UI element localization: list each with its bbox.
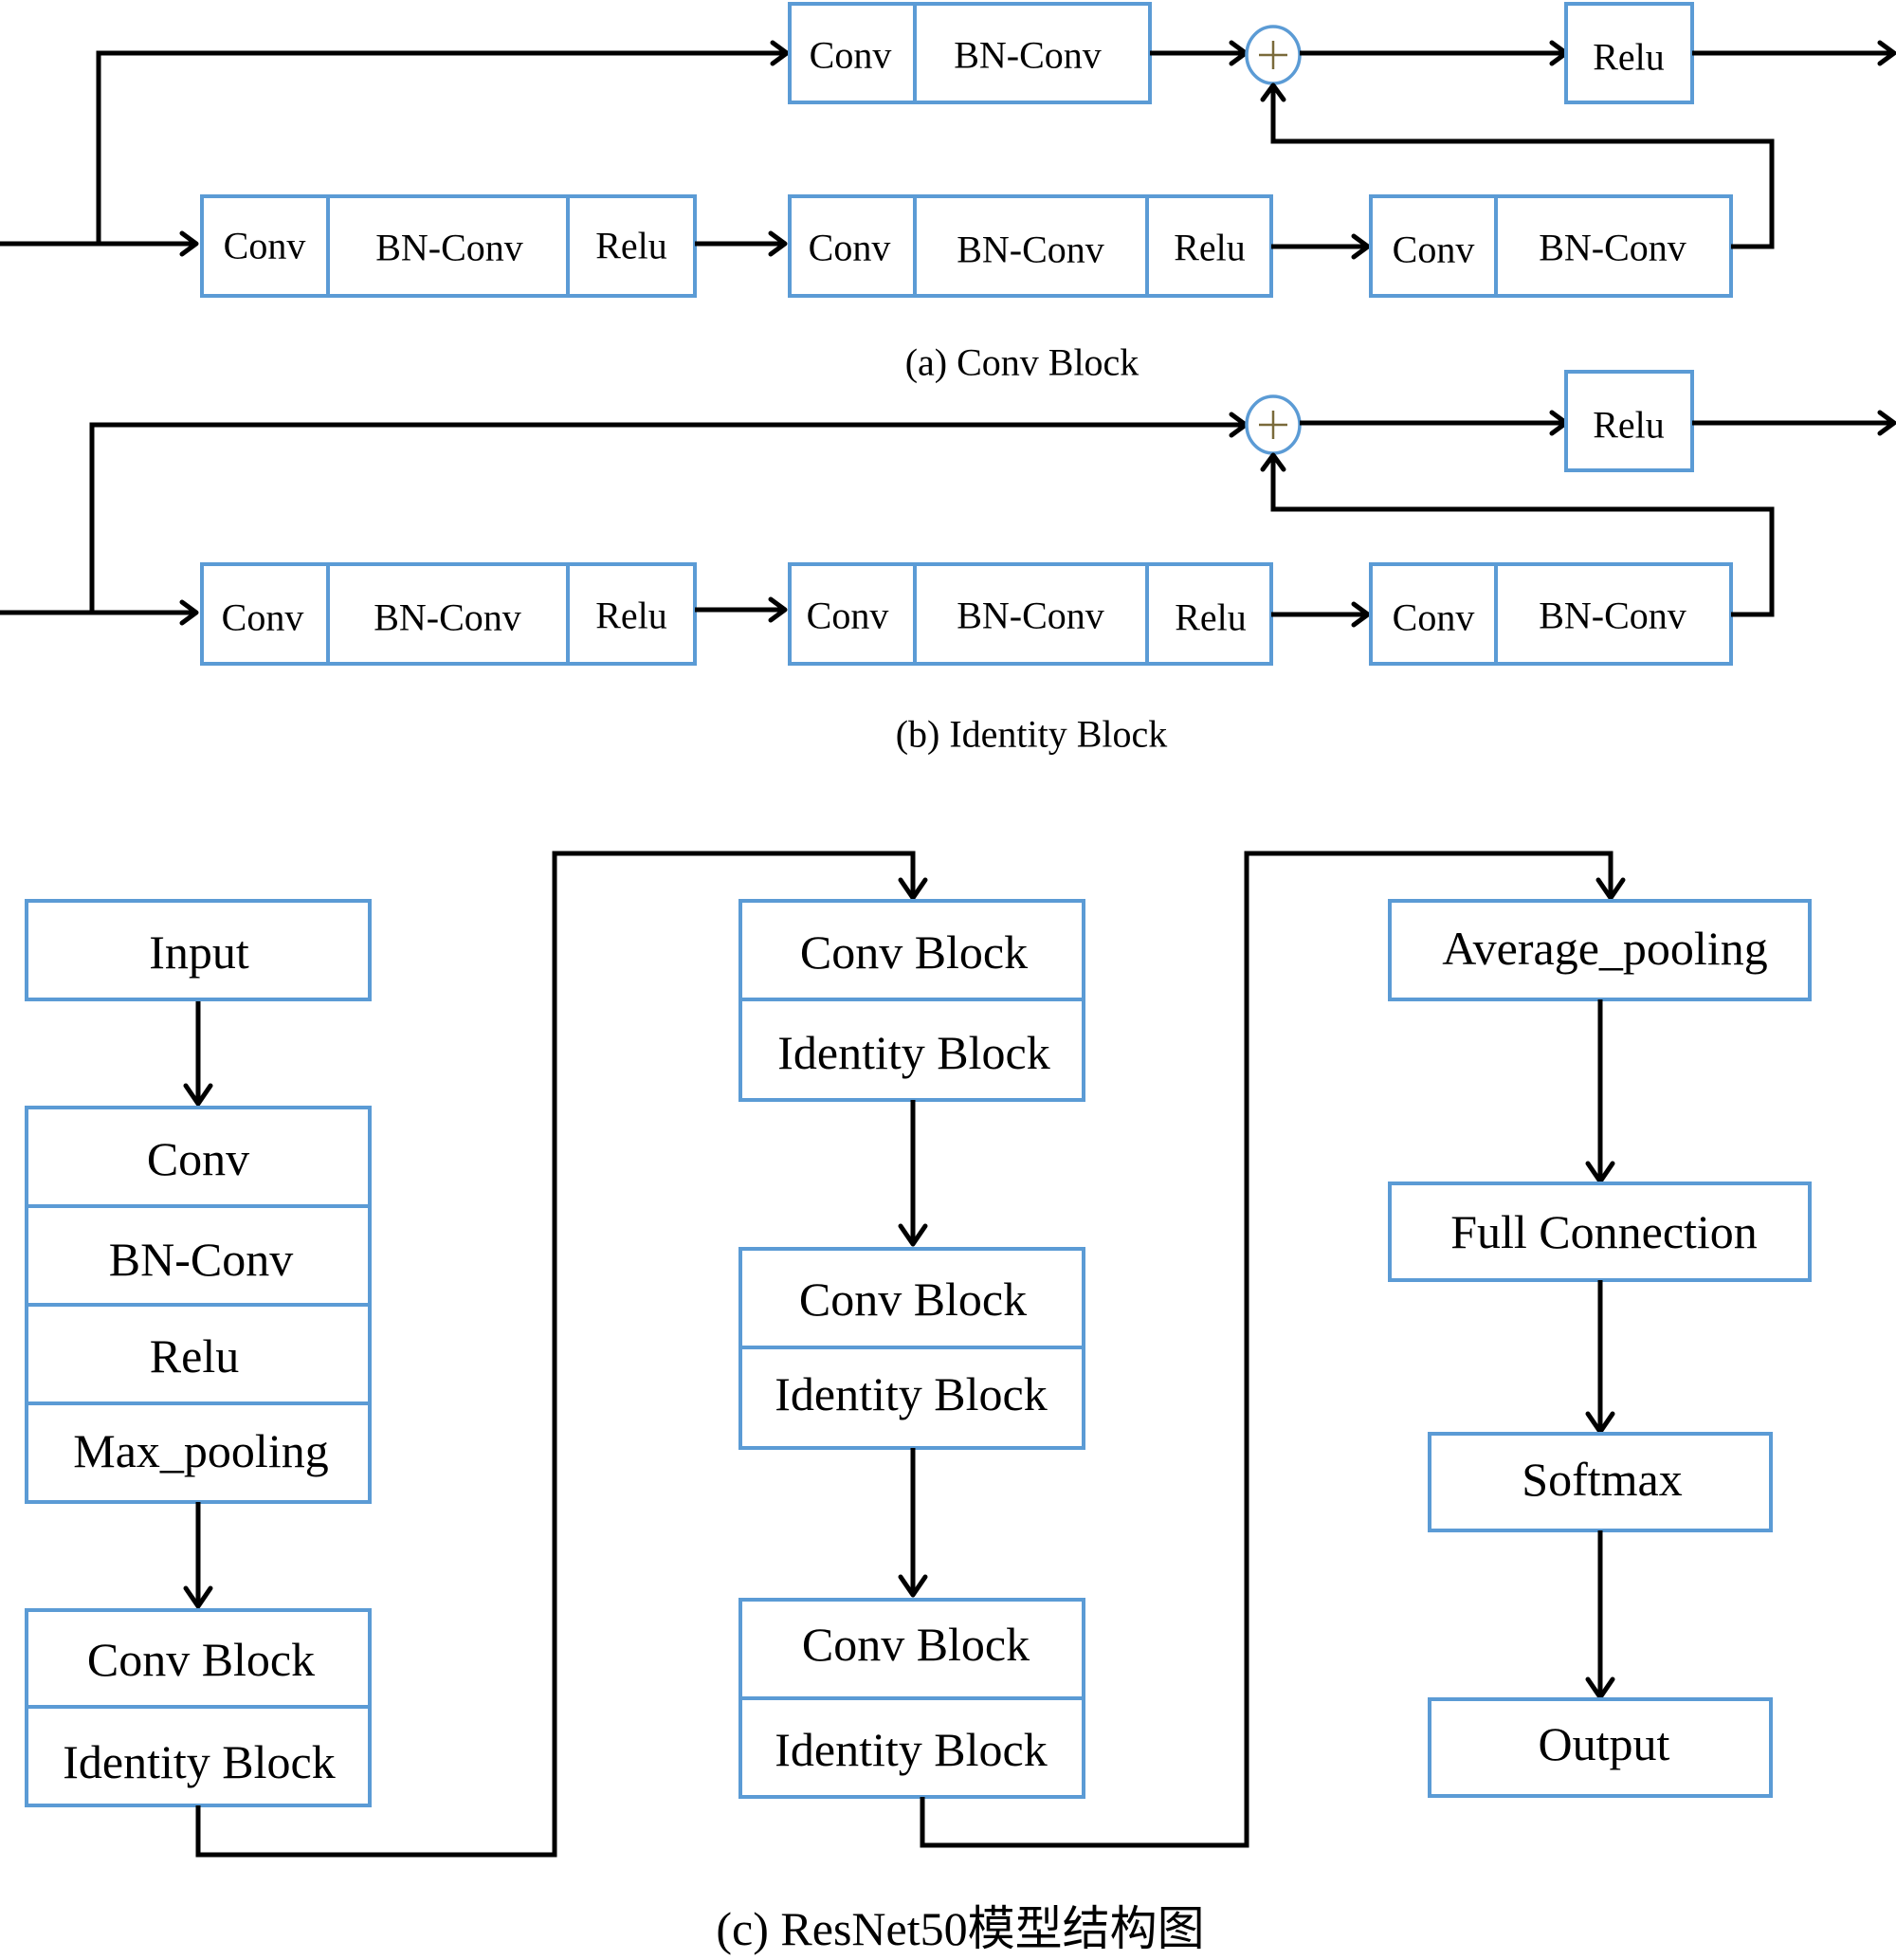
arrow-icon (768, 230, 788, 257)
main-path-group-1: Conv BN-Conv Relu (200, 194, 697, 298)
conv-label: Conv (1393, 229, 1475, 271)
conv-block-label: Conv Block (799, 1273, 1027, 1326)
arrow-icon (1351, 601, 1371, 628)
resnet50-caption: (c) ResNet50模型结构图 (716, 1902, 1204, 1955)
output-relu-label: Relu (1593, 404, 1665, 447)
main-path-group-3: Conv BN-Conv (1369, 194, 1733, 298)
residual-return-line (1270, 457, 1775, 617)
identity-block-label: Identity Block (775, 1723, 1047, 1776)
output-relu-label: Relu (1593, 36, 1665, 79)
softmax-label: Softmax (1522, 1453, 1682, 1506)
identity-block-label: Identity Block (775, 1367, 1047, 1420)
stem-conv-label: Conv (147, 1132, 249, 1185)
conv-label: Conv (224, 225, 306, 267)
conv-label: Conv (1393, 596, 1475, 639)
main-path-group-3: Conv BN-Conv (1369, 562, 1733, 666)
output-layer: Output (1428, 1697, 1773, 1798)
stem-group: Conv BN-Conv Relu Max_pooling (25, 1106, 372, 1504)
column2-to-column3-line (920, 851, 1613, 1848)
output-label: Output (1539, 1717, 1670, 1770)
arrow-icon (183, 1585, 213, 1609)
identity-block-diagram: Relu Conv BN-Conv Relu Conv BN-Conv Relu (0, 370, 1896, 756)
relu-label: Relu (595, 225, 667, 267)
stage-4: Conv Block Identity Block (738, 1598, 1085, 1799)
conv-label: Conv (809, 227, 891, 269)
stem-bn-conv-label: BN-Conv (109, 1233, 293, 1286)
bn-conv-label: BN-Conv (374, 596, 521, 639)
arrow-icon (1260, 452, 1286, 472)
full-connection-label: Full Connection (1450, 1205, 1758, 1258)
full-connection-layer: Full Connection (1388, 1181, 1812, 1282)
bn-conv-label: BN-Conv (957, 595, 1104, 637)
average-pooling-label: Average_pooling (1442, 922, 1767, 975)
relu-label: Relu (595, 595, 667, 637)
identity-shortcut-line (89, 422, 1242, 613)
shortcut-bn-conv-label: BN-Conv (954, 34, 1102, 77)
conv-block-caption: (a) Conv Block (905, 341, 1139, 384)
softmax-layer: Softmax (1428, 1432, 1773, 1532)
arrow-icon (1351, 233, 1371, 260)
main-path-group-1: Conv BN-Conv Relu (200, 562, 697, 666)
residual-return-line (1270, 87, 1775, 249)
stage-2: Conv Block Identity Block (738, 899, 1085, 1102)
stem-max-pooling-label: Max_pooling (73, 1424, 328, 1477)
arrow-icon (179, 230, 199, 257)
conv-block-output-relu: Relu (1564, 2, 1694, 104)
conv-label: Conv (807, 595, 889, 637)
arrow-icon (1877, 410, 1896, 436)
identity-block-label: Identity Block (63, 1735, 335, 1788)
arrow-icon (183, 1083, 213, 1107)
resnet50-structure-diagram: Input Conv BN-Conv Relu Max_pooling Conv… (25, 851, 1812, 1955)
shortcut-conv-group: Conv BN-Conv (788, 2, 1152, 104)
conv-block-label: Conv Block (800, 925, 1028, 979)
conv-block-diagram: Conv BN-Conv Relu Conv BN-Conv Relu (0, 2, 1896, 384)
input-layer: Input (25, 899, 372, 1001)
arrow-icon (768, 596, 788, 623)
conv-block-label: Conv Block (87, 1633, 315, 1686)
column1-to-column2-line (195, 851, 916, 1858)
stage-3: Conv Block Identity Block (738, 1247, 1085, 1450)
identity-block-label: Identity Block (777, 1026, 1049, 1079)
identity-block-caption: (b) Identity Block (896, 713, 1168, 756)
arrow-icon (770, 40, 790, 66)
arrow-icon (898, 877, 928, 901)
relu-label: Relu (1174, 227, 1246, 269)
shortcut-conv-label: Conv (810, 34, 892, 77)
bn-conv-label: BN-Conv (1539, 595, 1686, 637)
arrow-icon (898, 1223, 928, 1247)
arrow-icon (898, 1574, 928, 1598)
conv-label: Conv (222, 596, 304, 639)
average-pooling-layer: Average_pooling (1388, 899, 1812, 1001)
main-path-group-2: Conv BN-Conv Relu (788, 194, 1273, 298)
bn-conv-label: BN-Conv (957, 229, 1104, 271)
input-label: Input (149, 925, 249, 979)
relu-label: Relu (1175, 596, 1247, 639)
conv-block-label: Conv Block (802, 1618, 1030, 1671)
identity-block-output-relu: Relu (1564, 370, 1694, 472)
bn-conv-label: BN-Conv (375, 227, 523, 269)
arrow-icon (1877, 40, 1896, 66)
arrow-icon (1260, 82, 1286, 102)
stem-relu-label: Relu (150, 1329, 239, 1383)
sum-node (1245, 25, 1302, 85)
main-path-group-2: Conv BN-Conv Relu (788, 562, 1273, 666)
conv-block-shortcut-line (96, 50, 785, 244)
sum-node (1245, 394, 1302, 455)
arrow-icon (1595, 877, 1626, 901)
bn-conv-label: BN-Conv (1539, 227, 1686, 269)
arrow-icon (179, 599, 199, 626)
stage-1: Conv Block Identity Block (25, 1608, 372, 1807)
